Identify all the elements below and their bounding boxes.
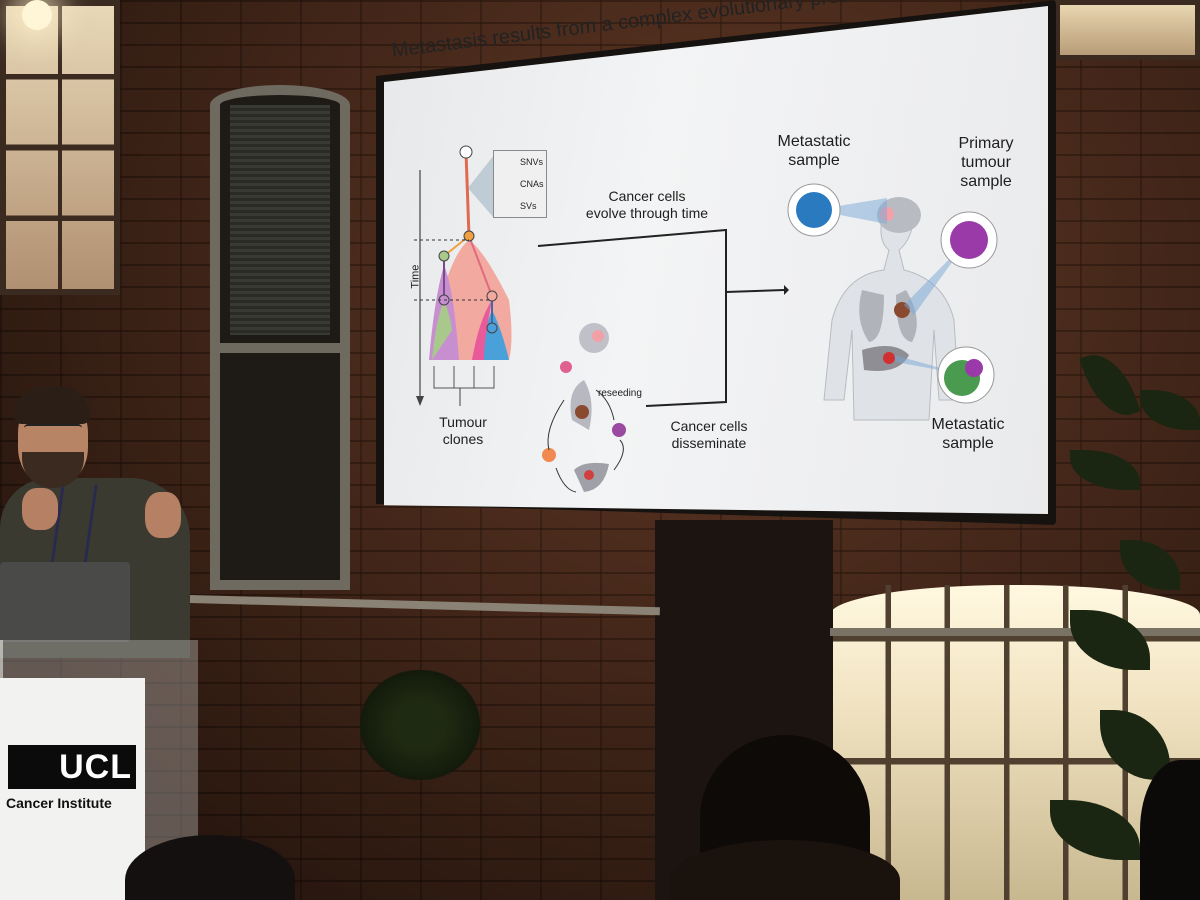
leafy-plant bbox=[1030, 345, 1200, 900]
laptop bbox=[0, 562, 130, 642]
process-bracket bbox=[537, 228, 727, 407]
clone-region-magenta bbox=[472, 300, 492, 360]
result-arrow bbox=[725, 289, 785, 293]
callout-wedge bbox=[814, 198, 887, 224]
arched-window bbox=[210, 85, 350, 590]
window-blind bbox=[230, 105, 330, 335]
time-axis-label: Time bbox=[409, 264, 422, 289]
tree-node bbox=[438, 250, 450, 262]
tree-node bbox=[486, 290, 498, 302]
upper-right-window bbox=[1055, 0, 1200, 60]
small-plant bbox=[360, 670, 480, 780]
lung-icon bbox=[570, 380, 592, 430]
leaf bbox=[1050, 800, 1140, 860]
tree-branch-2 bbox=[468, 235, 493, 297]
legend-svs: SVs bbox=[520, 201, 537, 211]
cell-cluster-icon bbox=[542, 448, 556, 462]
metastatic-sample-top-label: Metastatic sample bbox=[777, 133, 851, 170]
slide-diagram bbox=[414, 145, 998, 493]
time-arrow-head bbox=[416, 396, 424, 406]
presenter-glasses bbox=[24, 424, 82, 440]
primary-sample-label: Primary tumour sample bbox=[958, 135, 1014, 191]
audience-head bbox=[125, 835, 295, 900]
leaf bbox=[1079, 345, 1141, 425]
cycle-arrow bbox=[595, 389, 615, 421]
clone-region-blue bbox=[479, 310, 509, 360]
audience-head bbox=[1140, 760, 1200, 900]
primary-sample-cells bbox=[950, 221, 988, 259]
leaf bbox=[1140, 390, 1200, 430]
left-lung bbox=[859, 290, 884, 342]
tree-node bbox=[486, 322, 498, 334]
tumour-clones-label: Tumour clones bbox=[439, 414, 487, 447]
clone-region-green bbox=[432, 300, 452, 360]
ucl-logo: UCL bbox=[8, 745, 136, 789]
presenter-hand-left bbox=[22, 488, 58, 530]
brain-figure bbox=[877, 197, 921, 233]
mutation-legend: SNVs CNAs SVs bbox=[493, 150, 547, 218]
result-arrow-head bbox=[784, 285, 789, 295]
zoom-wedge bbox=[468, 155, 494, 218]
disseminate-label: Cancer cells disseminate bbox=[670, 418, 748, 451]
cell-cluster-icon bbox=[612, 423, 626, 437]
reseeding-label: reseeding bbox=[598, 388, 642, 399]
audience-head bbox=[670, 840, 900, 900]
tree-node bbox=[463, 230, 475, 242]
cycle-arrow bbox=[555, 467, 577, 493]
primary-tumour-icon bbox=[575, 405, 589, 419]
leaf bbox=[1120, 540, 1180, 590]
tree-root-node bbox=[459, 145, 473, 159]
liver-metastasis bbox=[883, 352, 895, 364]
cycle-arrow bbox=[613, 439, 624, 471]
clone-bracket bbox=[433, 366, 495, 389]
left-window bbox=[0, 0, 120, 295]
ucl-sign bbox=[0, 678, 145, 900]
leaf bbox=[1070, 610, 1150, 670]
brain-lesion-icon bbox=[592, 330, 604, 342]
leaf bbox=[1070, 450, 1140, 490]
presenter-hair bbox=[14, 386, 90, 424]
metastatic-cells-bottom-purple bbox=[965, 359, 983, 377]
metastatic-cells-top bbox=[796, 192, 832, 228]
presentation-screen bbox=[384, 6, 1048, 514]
tree-trunk bbox=[464, 151, 471, 237]
ceiling-lamp bbox=[22, 0, 52, 30]
legend-cnas: CNAs bbox=[520, 179, 544, 189]
liver-lesion-icon bbox=[584, 470, 594, 480]
cell-cluster-icon bbox=[560, 361, 572, 373]
presenter-hand-right bbox=[145, 492, 181, 538]
metastatic-sample-bottom-label: Metastatic sample bbox=[931, 416, 1005, 453]
evolve-label: Cancer cells evolve through time bbox=[585, 188, 709, 221]
glass-railing-right bbox=[830, 628, 1200, 636]
legend-snvs: SNVs bbox=[520, 157, 544, 167]
human-body-figure bbox=[823, 203, 960, 421]
window-sash bbox=[220, 343, 340, 353]
ucl-department-label: Cancer Institute bbox=[6, 795, 112, 811]
cycle-arrow bbox=[547, 399, 565, 451]
